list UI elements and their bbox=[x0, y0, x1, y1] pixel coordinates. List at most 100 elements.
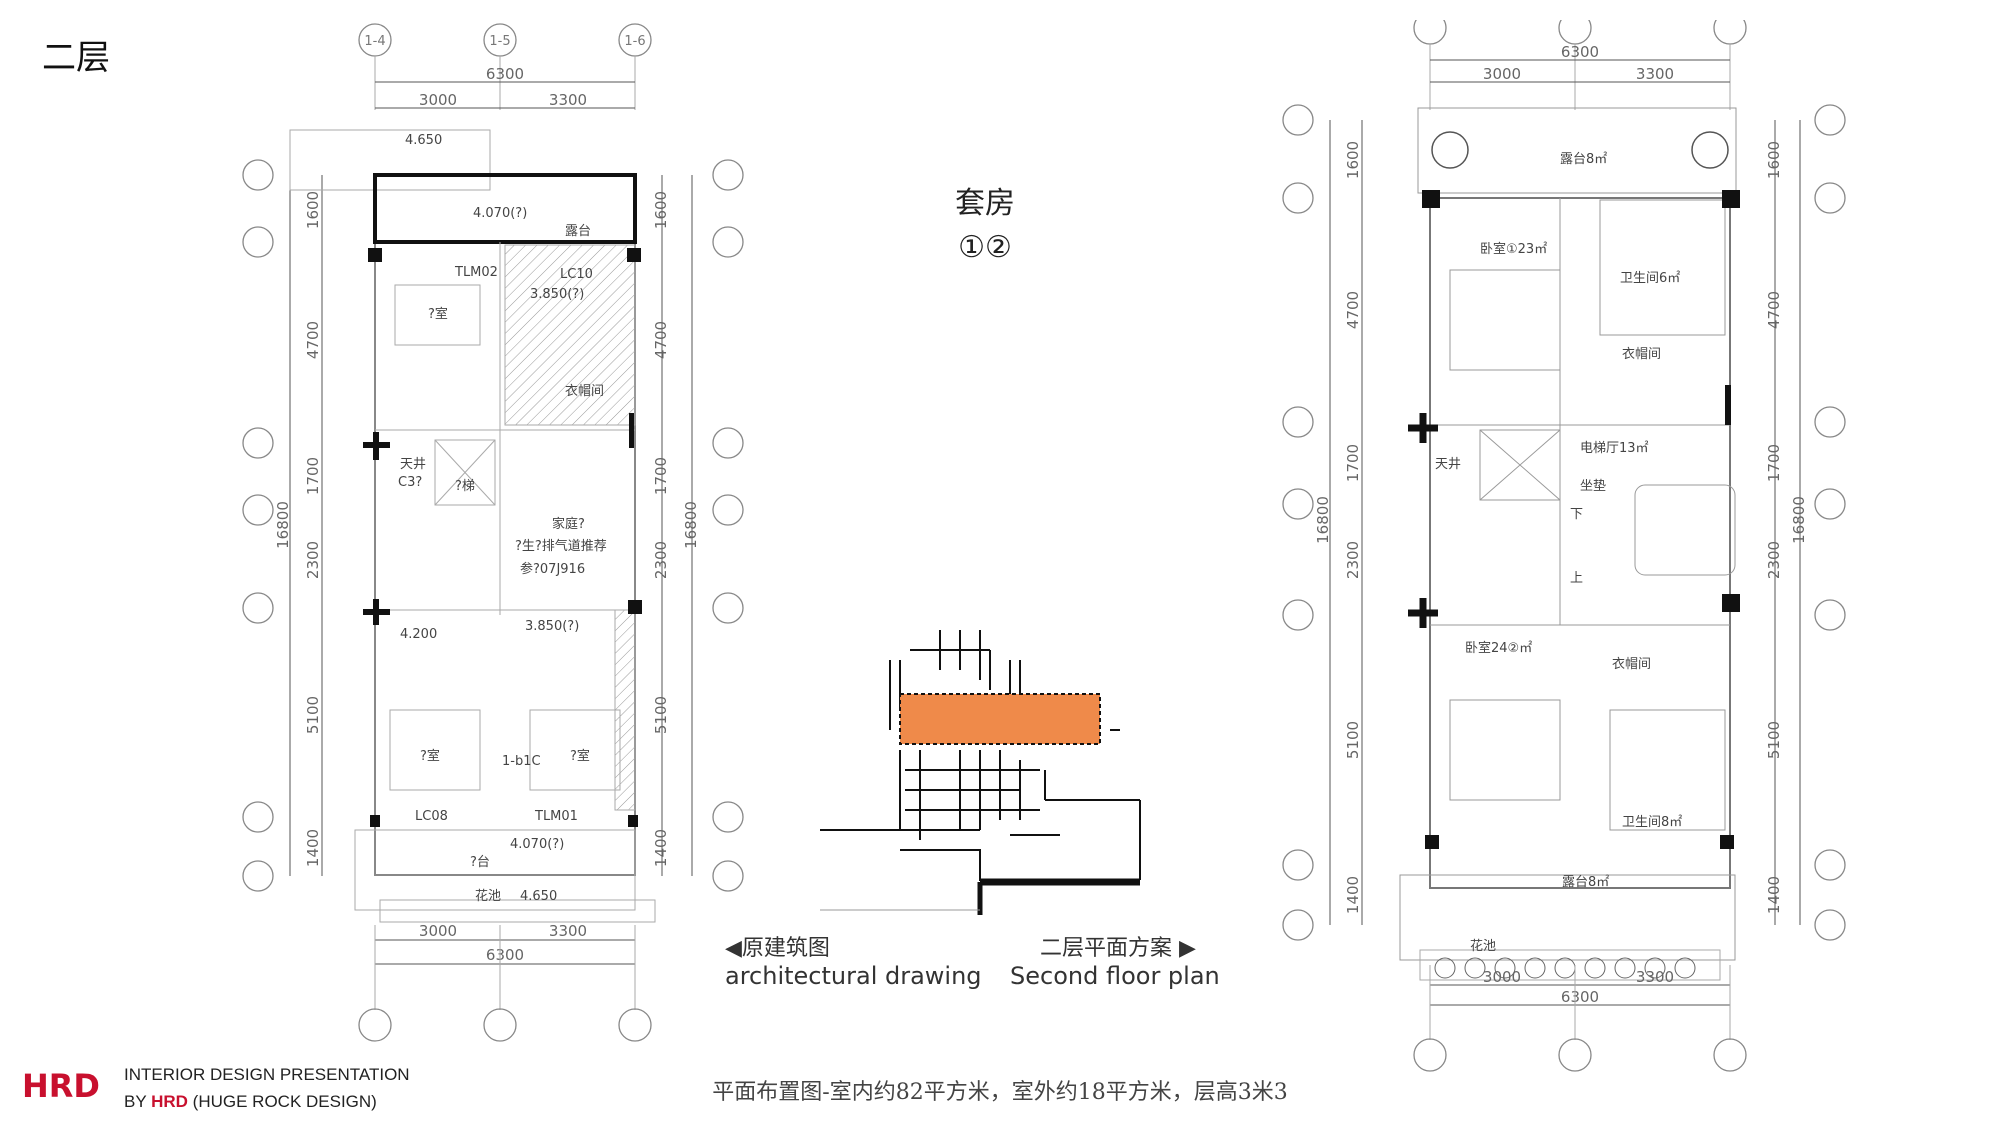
svg-text:4700: 4700 bbox=[304, 321, 322, 359]
design-floor-plan: 6300 3000 3300 16800 1600 4700 1700 2300… bbox=[1270, 20, 1870, 1080]
area-caption: 平面布置图-室内约82平方米，室外约18平方米，层高3米3 bbox=[712, 1080, 1288, 1105]
svg-text:4700: 4700 bbox=[652, 321, 670, 359]
svg-text:下: 下 bbox=[1570, 507, 1583, 522]
svg-text:5100: 5100 bbox=[652, 696, 670, 734]
svg-text:卫生间8㎡: 卫生间8㎡ bbox=[1622, 815, 1682, 830]
svg-text:1-4: 1-4 bbox=[364, 34, 385, 49]
caption-original-en: architectural drawing bbox=[725, 962, 982, 990]
suite-title: 套房 ①② bbox=[935, 182, 1035, 270]
svg-text:2300: 2300 bbox=[1344, 541, 1362, 579]
axis-markers-top-right bbox=[1413, 20, 1747, 110]
svg-text:卧室①23㎡: 卧室①23㎡ bbox=[1480, 241, 1547, 257]
caption-plan-en: Second floor plan bbox=[1010, 962, 1220, 990]
axis-markers-left bbox=[242, 159, 274, 892]
svg-text:3.850(?): 3.850(?) bbox=[530, 287, 584, 302]
svg-text:天井: 天井 bbox=[1435, 457, 1461, 472]
svg-text:1400: 1400 bbox=[1344, 876, 1362, 914]
svg-text:4.200: 4.200 bbox=[400, 627, 437, 642]
svg-text:4.070(?): 4.070(?) bbox=[510, 837, 564, 852]
svg-text:16800: 16800 bbox=[1314, 496, 1332, 544]
brand-line2: BY HRD (HUGE ROCK DESIGN) bbox=[124, 1092, 377, 1111]
svg-text:1700: 1700 bbox=[304, 457, 322, 495]
svg-text:2300: 2300 bbox=[1765, 541, 1783, 579]
svg-text:3300: 3300 bbox=[1636, 65, 1674, 83]
svg-text:衣帽间: 衣帽间 bbox=[565, 383, 604, 399]
svg-text:TLM02: TLM02 bbox=[454, 265, 498, 280]
caption-original-cn: ◀原建筑图 bbox=[725, 936, 830, 961]
svg-text:1700: 1700 bbox=[652, 457, 670, 495]
svg-text:5100: 5100 bbox=[304, 696, 322, 734]
original-floor-plan: 1-4 1-5 1-6 6300 3000 3300 16800 1600 47… bbox=[230, 20, 750, 1060]
room-labels: 露台8㎡ 卧室①23㎡ 卫生间6㎡ 衣帽间 天井 电梯厅13㎡ 坐垫 下 上 卧… bbox=[1435, 152, 1682, 954]
svg-text:1-6: 1-6 bbox=[624, 34, 645, 49]
svg-text:1600: 1600 bbox=[652, 191, 670, 229]
svg-text:16800: 16800 bbox=[274, 501, 292, 549]
svg-text:4700: 4700 bbox=[1765, 291, 1783, 329]
svg-text:3300: 3300 bbox=[549, 922, 587, 940]
plan-labels: 4.650 4.070(?) 露台 TLM02 LC10 3.850(?) ?室… bbox=[398, 133, 607, 904]
svg-text:2300: 2300 bbox=[652, 541, 670, 579]
svg-text:1400: 1400 bbox=[304, 829, 322, 867]
svg-text:3.850(?): 3.850(?) bbox=[525, 619, 579, 634]
brand-line1: INTERIOR DESIGN PRESENTATION bbox=[124, 1065, 410, 1084]
svg-text:?梯: ?梯 bbox=[455, 479, 475, 494]
svg-text:?生?排气道推荐: ?生?排气道推荐 bbox=[515, 538, 607, 554]
svg-text:16800: 16800 bbox=[682, 501, 700, 549]
svg-text:电梯厅13㎡: 电梯厅13㎡ bbox=[1580, 441, 1649, 456]
svg-text:1700: 1700 bbox=[1344, 444, 1362, 482]
svg-text:1600: 1600 bbox=[1765, 141, 1783, 179]
axis-markers-top: 1-4 1-5 1-6 bbox=[358, 23, 652, 110]
svg-text:花池: 花池 bbox=[475, 888, 501, 904]
svg-text:花池: 花池 bbox=[1470, 938, 1496, 954]
svg-text:3000: 3000 bbox=[1483, 65, 1521, 83]
svg-text:?台: ?台 bbox=[470, 855, 490, 870]
svg-text:TLM01: TLM01 bbox=[534, 809, 578, 824]
dimension-lines-right: 16800 1600 4700 1700 2300 5100 1400 bbox=[652, 175, 700, 876]
svg-text:16800: 16800 bbox=[1790, 496, 1808, 544]
axis-markers-right bbox=[712, 159, 744, 892]
svg-text:2300: 2300 bbox=[304, 541, 322, 579]
svg-text:6300: 6300 bbox=[1561, 43, 1599, 61]
dimension-lines-top: 6300 3000 3300 bbox=[375, 65, 635, 109]
svg-text:参?07J916: 参?07J916 bbox=[520, 561, 585, 577]
dimension-lines-bottom-right: 3000 6300 3300 bbox=[1413, 965, 1747, 1072]
suite-title-line1: 套房 bbox=[955, 186, 1015, 221]
svg-text:1600: 1600 bbox=[1344, 141, 1362, 179]
svg-text:4.070(?): 4.070(?) bbox=[473, 206, 527, 221]
svg-text:露台: 露台 bbox=[565, 224, 591, 239]
svg-text:6300: 6300 bbox=[486, 946, 524, 964]
svg-text:1700: 1700 bbox=[1765, 444, 1783, 482]
svg-text:LC08: LC08 bbox=[415, 809, 448, 824]
svg-text:露台8㎡: 露台8㎡ bbox=[1562, 875, 1609, 890]
design-walls bbox=[1399, 107, 1740, 981]
brand-text: INTERIOR DESIGN PRESENTATION BY HRD (HUG… bbox=[124, 1061, 410, 1115]
svg-text:3000: 3000 bbox=[1483, 968, 1521, 986]
svg-text:衣帽间: 衣帽间 bbox=[1622, 346, 1661, 362]
svg-text:3000: 3000 bbox=[419, 91, 457, 109]
current-floor-highlight bbox=[899, 693, 1101, 745]
svg-text:3300: 3300 bbox=[1636, 968, 1674, 986]
svg-text:上: 上 bbox=[1570, 571, 1583, 586]
svg-text:LC10: LC10 bbox=[560, 267, 593, 282]
building-walls bbox=[289, 129, 656, 923]
svg-text:衣帽间: 衣帽间 bbox=[1612, 656, 1651, 672]
svg-text:C3?: C3? bbox=[398, 475, 422, 490]
svg-text:?室: ?室 bbox=[420, 748, 440, 764]
svg-text:天井: 天井 bbox=[400, 457, 426, 472]
section-key-diagram bbox=[820, 620, 1200, 920]
svg-text:坐垫: 坐垫 bbox=[1580, 478, 1606, 494]
svg-text:1400: 1400 bbox=[652, 829, 670, 867]
svg-text:3000: 3000 bbox=[419, 922, 457, 940]
svg-text:5100: 5100 bbox=[1765, 721, 1783, 759]
dimension-lines-left-right: 16800 1600 4700 1700 2300 5100 1400 bbox=[1314, 120, 1363, 925]
svg-text:1-5: 1-5 bbox=[489, 34, 510, 49]
caption-plan-cn: 二层平面方案 ▶ bbox=[1040, 936, 1196, 961]
axis-markers-side-right bbox=[1282, 104, 1846, 941]
suite-title-line2: ①② bbox=[958, 230, 1012, 265]
svg-text:1600: 1600 bbox=[304, 191, 322, 229]
svg-text:卫生间6㎡: 卫生间6㎡ bbox=[1620, 271, 1680, 286]
svg-text:1-b1C: 1-b1C bbox=[502, 754, 541, 769]
svg-text:HRD: HRD bbox=[22, 1070, 100, 1100]
dimension-lines-top-right: 6300 3000 3300 bbox=[1430, 43, 1730, 83]
svg-text:1400: 1400 bbox=[1765, 876, 1783, 914]
